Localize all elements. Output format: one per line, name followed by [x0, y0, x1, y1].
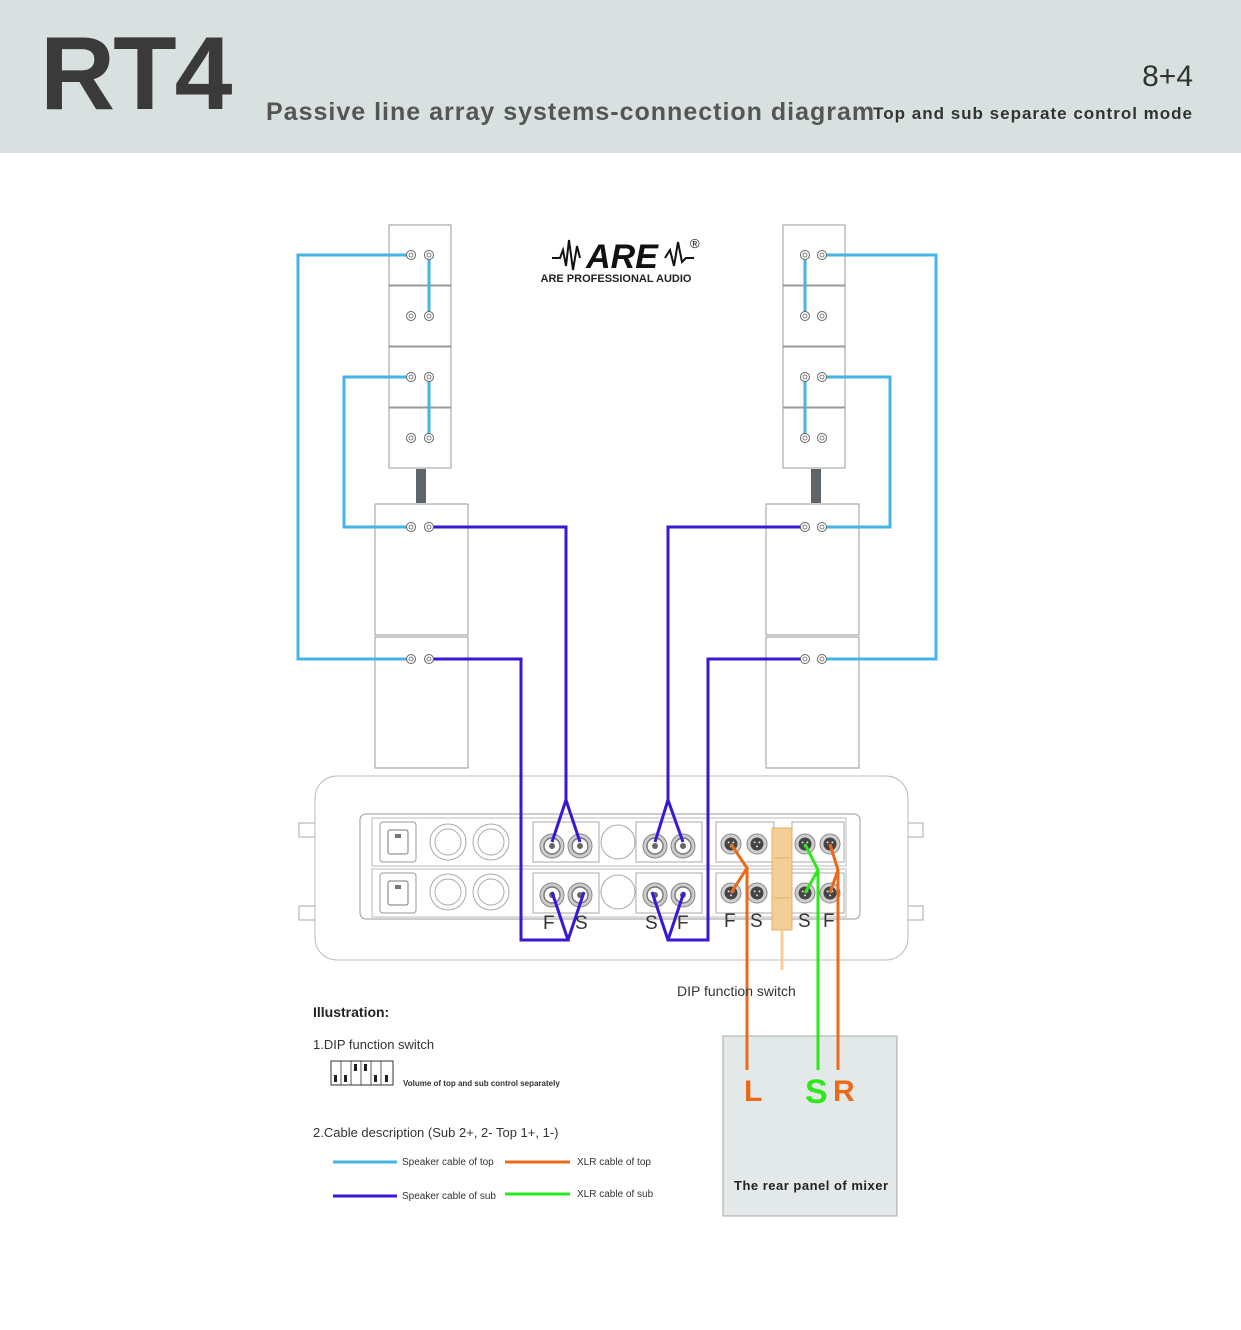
model-title: RT4 — [40, 16, 232, 132]
legend-top-xlr: XLR cable of top — [577, 1157, 651, 1168]
legend-lines — [333, 1160, 570, 1198]
amp-label-s-mid: S — [645, 913, 658, 934]
amp-label-f-mid: F — [677, 913, 689, 934]
mixer-right-channel: R — [833, 1075, 855, 1108]
registered-mark: ® — [690, 236, 700, 251]
mixer-rear-panel — [722, 1035, 898, 1217]
amp-label-s-left: S — [575, 913, 588, 934]
control-mode: Top and sub separate control mode — [873, 104, 1193, 123]
xlr-label-s-right: S — [798, 911, 811, 932]
illustration-item-cable: 2.Cable description (Sub 2+, 2- Top 1+, … — [313, 1125, 558, 1140]
dip-switch-label: DIP function switch — [677, 983, 796, 999]
config-ratio: 8+4 — [1142, 60, 1193, 93]
dip-switch-icon — [330, 1060, 394, 1086]
mixer-sub-channel: S — [805, 1073, 828, 1111]
cable-description-label: 2.Cable description — [313, 1125, 425, 1140]
right-sub-cabinets — [765, 503, 860, 769]
left-top-cabinets — [388, 224, 452, 503]
mixer-panel-label: The rear panel of mixer — [734, 1178, 889, 1193]
header-banner: RT4 Passive line array systems-connectio… — [0, 0, 1241, 153]
brand-name: ARE PROFESSIONAL AUDIO — [541, 273, 692, 285]
dip-note: Volume of top and sub control separately — [403, 1079, 560, 1088]
sub-speaker-cables — [429, 525, 805, 942]
brand-logo-text: ARE — [585, 238, 659, 276]
xlr-label-f-right: F — [823, 911, 835, 932]
cable-description-detail: (Sub 2+, 2- Top 1+, 1-) — [427, 1125, 559, 1140]
left-sub-cabinets — [374, 503, 469, 769]
right-top-cabinets — [782, 224, 846, 503]
speaker-terminals — [406, 250, 827, 664]
brand-logo: ARE ® ARE PROFESSIONAL AUDIO — [541, 236, 700, 285]
xlr-label-f-left: F — [724, 911, 736, 932]
legend-sub-xlr: XLR cable of sub — [577, 1189, 654, 1200]
xlr-top-cables — [729, 843, 840, 1070]
amplifier-rear-panel — [298, 775, 924, 970]
amp-label-f-left: F — [543, 913, 555, 934]
xlr-sub-cables — [803, 843, 820, 1070]
diagram-subtitle: Passive line array systems-connection di… — [266, 98, 876, 126]
xlr-label-s-left: S — [750, 911, 763, 932]
illustration-item-dip: 1.DIP function switch — [313, 1037, 435, 1052]
mixer-left-channel: L — [744, 1075, 762, 1108]
legend-top-speaker: Speaker cable of top — [402, 1157, 494, 1168]
top-speaker-cables — [296, 253, 938, 661]
illustration-title: Illustration: — [313, 1004, 390, 1020]
legend-sub-speaker: Speaker cable of sub — [402, 1191, 496, 1202]
